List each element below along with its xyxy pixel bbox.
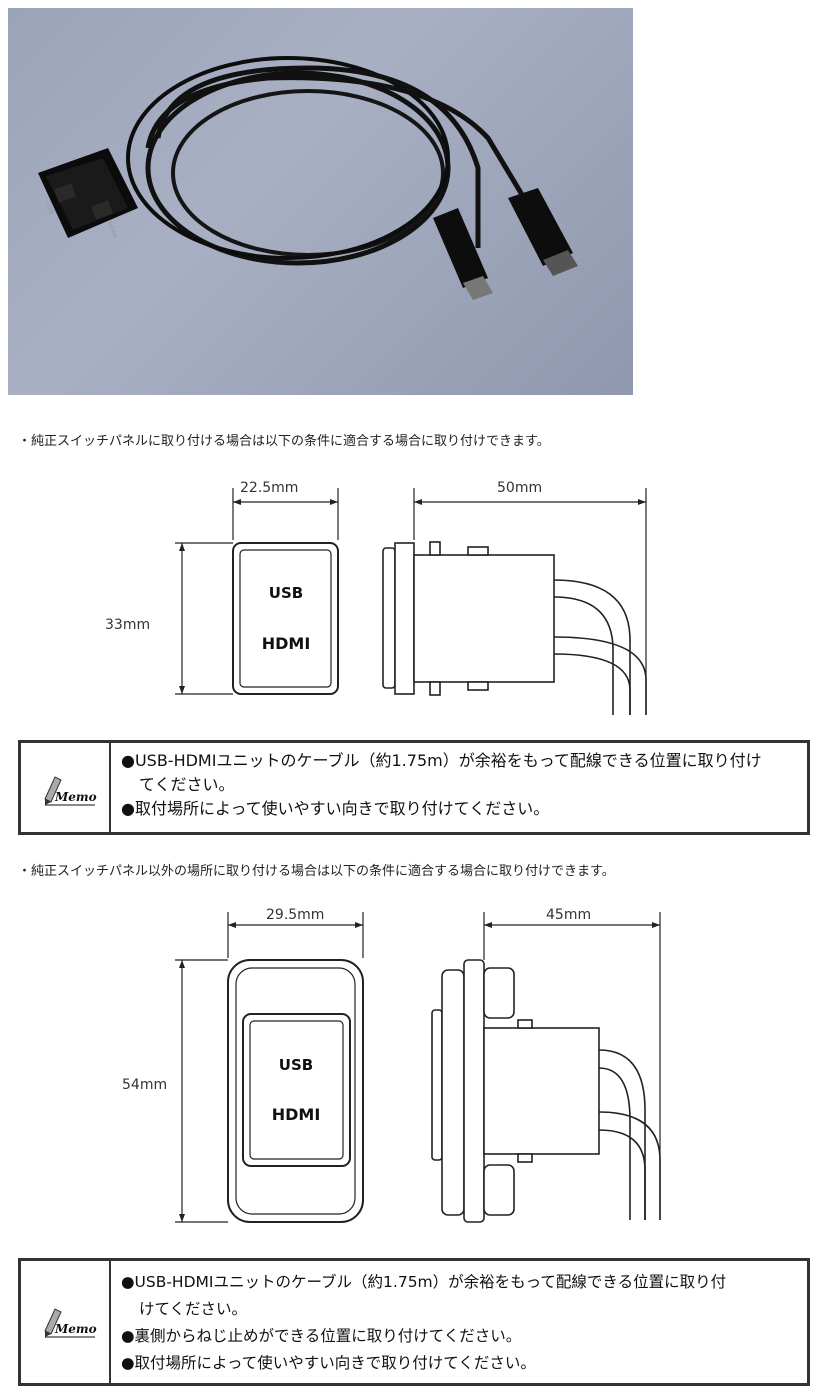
- memo-pencil-icon: Memo: [44, 1308, 97, 1338]
- svg-text:HDMI: HDMI: [272, 1105, 321, 1124]
- memo1-line1: ●USB-HDMIユニットのケーブル（約1.75m）が余裕をもって配線できる位置…: [121, 751, 762, 770]
- side-view-2: [431, 959, 661, 1223]
- section1-caption: ・純正スイッチパネルに取り付ける場合は以下の条件に適合する場合に取り付けできます…: [18, 434, 550, 449]
- memo2-line3: ●取付場所によって使いやすい向きで取り付けてください。: [121, 1354, 536, 1372]
- memo1-line1b: てください。: [139, 775, 235, 794]
- depth-label-1: 50mm: [497, 480, 542, 496]
- svg-text:USB: USB: [279, 1056, 313, 1074]
- memo-text-2: ●USB-HDMIユニットのケーブル（約1.75m）が余裕をもって配線できる位置…: [121, 1269, 797, 1377]
- section2-caption: ・純正スイッチパネル以外の場所に取り付ける場合は以下の条件に適合する場合に取り付…: [18, 864, 615, 879]
- memo2-line1b: けてください。: [139, 1300, 248, 1318]
- diagram-other-location: 29.5mm 45mm 54mm USB HDMI: [122, 907, 661, 1223]
- memo-icon-cell: Memo: [21, 743, 111, 832]
- product-photo: USB HDMI: [8, 8, 633, 395]
- width-label-2: 29.5mm: [266, 907, 324, 923]
- depth-label-2: 45mm: [546, 907, 591, 923]
- front-view-1: USB HDMI: [232, 542, 339, 695]
- height-label-1: 33mm: [105, 617, 150, 633]
- usb-plug: [433, 208, 493, 300]
- width-label-1: 22.5mm: [240, 480, 298, 496]
- memo-box-1: Memo ●USB-HDMIユニットのケーブル（約1.75m）が余裕をもって配線…: [18, 740, 810, 835]
- svg-text:USB: USB: [269, 584, 303, 602]
- cable-illustration: USB HDMI: [38, 56, 578, 300]
- front-view-2: USB HDMI: [227, 959, 364, 1223]
- svg-text:Memo: Memo: [54, 790, 97, 804]
- memo2-line2: ●裏側からねじ止めができる位置に取り付けてください。: [121, 1327, 522, 1345]
- svg-text:USB: USB: [44, 201, 55, 215]
- memo-pencil-icon: Memo: [44, 776, 97, 806]
- memo-box-2: Memo ●USB-HDMIユニットのケーブル（約1.75m）が余裕をもって配線…: [18, 1258, 810, 1386]
- memo-text-1: ●USB-HDMIユニットのケーブル（約1.75m）が余裕をもって配線できる位置…: [121, 749, 797, 821]
- hdmi-plug: [508, 188, 578, 276]
- svg-text:HDMI: HDMI: [262, 634, 311, 653]
- usb-hdmi-unit: USB HDMI: [38, 148, 138, 239]
- memo-icon-cell: Memo: [21, 1261, 111, 1383]
- diagram-switch-panel: 22.5mm 50mm 33mm USB HDMI: [105, 480, 647, 715]
- svg-text:Memo: Memo: [54, 1322, 97, 1336]
- height-label-2: 54mm: [122, 1077, 167, 1093]
- memo1-line2: ●取付場所によって使いやすい向きで取り付けてください。: [121, 799, 550, 818]
- side-view-1: [382, 541, 647, 715]
- memo2-line1: ●USB-HDMIユニットのケーブル（約1.75m）が余裕をもって配線できる位置…: [121, 1273, 727, 1291]
